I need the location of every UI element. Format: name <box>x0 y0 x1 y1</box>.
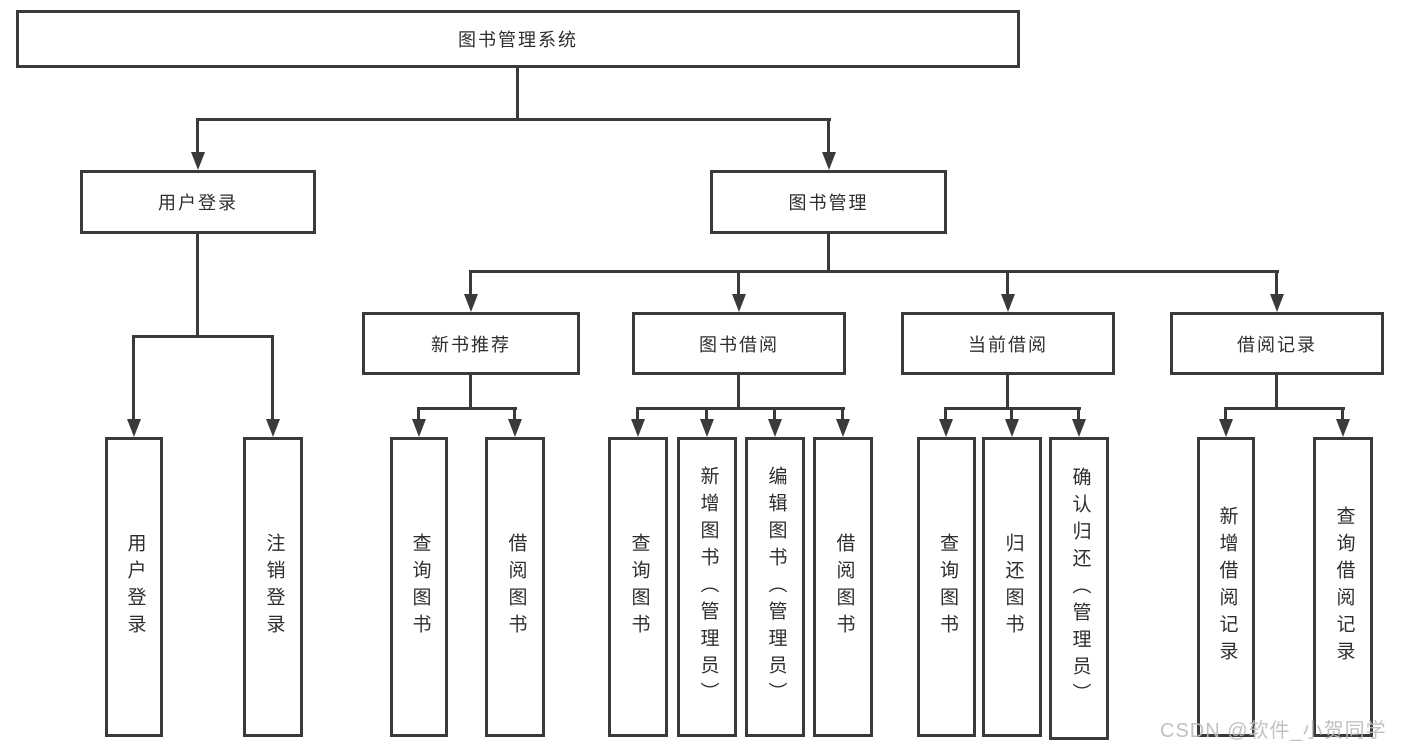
node-br-query-record-label: 查询借阅记录 <box>1333 506 1355 668</box>
node-logout: 注销登录 <box>243 437 303 737</box>
down-arrowhead <box>939 419 953 437</box>
node-nbr-query-books-label: 查询图书 <box>409 533 431 641</box>
edge-to-book-borrowing-line <box>737 270 740 298</box>
edge-bb-split-line <box>636 407 845 410</box>
edge-nbr-split-line <box>417 407 517 410</box>
node-book-borrowing-label: 图书借阅 <box>699 334 779 355</box>
node-logout-label: 注销登录 <box>263 533 285 641</box>
down-arrowhead <box>127 419 141 437</box>
down-arrowhead <box>836 419 850 437</box>
node-user-login: 用户登录 <box>80 170 316 234</box>
edge-to-nbr-query-line <box>417 407 420 423</box>
down-arrowhead <box>732 294 746 312</box>
edge-book-management-stem-line <box>827 234 830 273</box>
down-arrowhead <box>700 419 714 437</box>
edge-br-stem-line <box>1275 375 1278 410</box>
down-arrowhead <box>266 419 280 437</box>
node-login-label: 用户登录 <box>124 533 146 641</box>
edge-br-split-line <box>1224 407 1345 410</box>
node-cb-confirm-return-admin-label: 确认归还（管理员） <box>1069 467 1091 710</box>
edge-to-cb-confirm-line <box>1077 407 1080 423</box>
node-br-add-record: 新增借阅记录 <box>1197 437 1255 737</box>
edge-to-logout-line <box>271 335 274 421</box>
down-arrowhead <box>1219 419 1233 437</box>
edge-to-bb-add-line <box>705 407 708 423</box>
node-cb-return-books: 归还图书 <box>982 437 1042 737</box>
edge-root-stem-line <box>516 68 519 121</box>
node-book-management: 图书管理 <box>710 170 947 234</box>
down-arrowhead <box>822 152 836 170</box>
node-bb-add-books-admin: 新增图书（管理员） <box>677 437 737 737</box>
node-book-management-label: 图书管理 <box>788 193 869 213</box>
down-arrowhead <box>1336 419 1350 437</box>
node-bb-edit-books-admin-label: 编辑图书（管理员） <box>765 465 787 709</box>
edge-to-book-management-line <box>827 118 830 156</box>
edge-cb-stem-line <box>1006 375 1009 410</box>
down-arrowhead <box>1270 294 1284 312</box>
edge-to-cb-return-line <box>1010 407 1013 423</box>
node-bb-query-books: 查询图书 <box>608 437 668 737</box>
down-arrowhead <box>464 294 478 312</box>
edge-to-borrowing-records-line <box>1275 270 1278 298</box>
edge-to-login-line <box>132 335 135 421</box>
node-user-login-label: 用户登录 <box>158 193 238 213</box>
node-new-book-recommend: 新书推荐 <box>362 312 580 375</box>
node-new-book-recommend-label: 新书推荐 <box>431 334 511 355</box>
node-nbr-borrow-books: 借阅图书 <box>485 437 545 737</box>
node-root: 图书管理系统 <box>16 10 1020 68</box>
csdn-watermark: CSDN @软件_小贺同学 <box>1160 720 1387 742</box>
edge-to-current-borrowing-line <box>1006 270 1009 298</box>
node-nbr-borrow-books-label: 借阅图书 <box>505 533 527 641</box>
edge-bb-stem-line <box>737 375 740 410</box>
edge-book-management-split-line <box>469 270 1279 273</box>
node-bb-add-books-admin-label: 新增图书（管理员） <box>697 465 719 709</box>
edge-to-bb-edit-line <box>773 407 776 423</box>
edge-to-new-book-recommend-line <box>469 270 472 298</box>
edge-to-bb-query-line <box>636 407 639 423</box>
edge-to-bb-borrow-line <box>841 407 844 423</box>
node-cb-confirm-return-admin: 确认归还（管理员） <box>1049 437 1109 740</box>
node-cb-query-books: 查询图书 <box>917 437 976 737</box>
edge-user-login-split-line <box>132 335 274 338</box>
edge-to-br-add-line <box>1224 407 1227 423</box>
node-borrowing-records-label: 借阅记录 <box>1237 334 1317 355</box>
down-arrowhead <box>768 419 782 437</box>
node-book-borrowing: 图书借阅 <box>632 312 846 375</box>
edge-to-nbr-borrow-line <box>513 407 516 423</box>
node-br-query-record: 查询借阅记录 <box>1313 437 1373 737</box>
node-current-borrowing: 当前借阅 <box>901 312 1115 375</box>
node-nbr-query-books: 查询图书 <box>390 437 448 737</box>
node-login: 用户登录 <box>105 437 163 737</box>
node-bb-edit-books-admin: 编辑图书（管理员） <box>745 437 805 737</box>
node-bb-borrow-books: 借阅图书 <box>813 437 873 737</box>
down-arrowhead <box>1001 294 1015 312</box>
node-bb-borrow-books-label: 借阅图书 <box>833 533 855 641</box>
node-cb-query-books-label: 查询图书 <box>936 533 958 641</box>
down-arrowhead <box>1005 419 1019 437</box>
node-root-label: 图书管理系统 <box>458 30 578 50</box>
node-current-borrowing-label: 当前借阅 <box>968 334 1048 355</box>
node-bb-query-books-label: 查询图书 <box>628 533 650 641</box>
edge-user-login-stem-line <box>196 234 199 338</box>
edge-to-cb-query-line <box>944 407 947 423</box>
node-cb-return-books-label: 归还图书 <box>1002 533 1024 641</box>
edge-root-split-line <box>196 118 831 121</box>
down-arrowhead <box>1072 419 1086 437</box>
down-arrowhead <box>631 419 645 437</box>
down-arrowhead <box>412 419 426 437</box>
down-arrowhead <box>191 152 205 170</box>
edge-nbr-stem-line <box>469 375 472 410</box>
node-br-add-record-label: 新增借阅记录 <box>1216 506 1238 668</box>
node-borrowing-records: 借阅记录 <box>1170 312 1384 375</box>
edge-to-user-login-line <box>196 118 199 156</box>
edge-to-br-query-line <box>1341 407 1344 423</box>
down-arrowhead <box>508 419 522 437</box>
